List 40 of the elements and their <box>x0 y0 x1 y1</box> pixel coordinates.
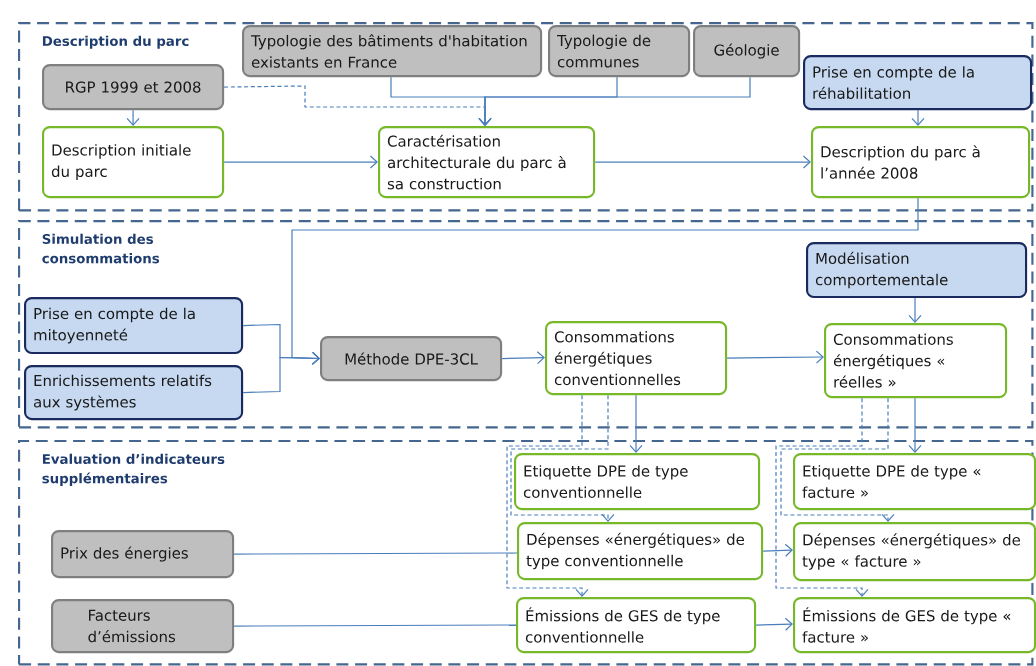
process-box: RGP 1999 et 2008 <box>42 64 225 111</box>
process-box: Description du parc à l’année 2008 <box>811 126 1031 199</box>
arrow <box>780 397 895 522</box>
arrow <box>908 397 922 453</box>
arrow <box>506 394 589 597</box>
arrow <box>126 109 140 126</box>
process-box: Enrichissements relatifs aux systèmes <box>24 365 244 421</box>
process-box: Etiquette DPE de type conventionnelle <box>514 453 761 511</box>
process-box: Description initiale du parc <box>42 126 225 199</box>
process-box: Émissions de GES de type « facture » <box>793 597 1036 654</box>
arrow <box>291 197 919 365</box>
process-box: Prise en compte de la mitoyenneté <box>24 297 244 355</box>
arrow <box>908 297 922 323</box>
arrow <box>501 351 545 365</box>
process-box: Typologie des bâtiments d'habitation existants en France <box>242 25 543 78</box>
process-box: Dépenses «énergétiques» de type « facture » <box>793 522 1036 582</box>
arrow <box>726 350 824 364</box>
arrow <box>242 351 320 394</box>
arrow <box>629 394 643 453</box>
process-box: Typologie de communes <box>548 25 691 78</box>
process-box: Consommations énergétiques « réelles » <box>824 323 1008 399</box>
arrow <box>911 109 925 126</box>
process-box: Prise en compte de la réhabilitation <box>803 55 1033 111</box>
arrow <box>755 617 793 631</box>
process-box: Facteurs d’émissions <box>51 599 235 654</box>
process-box: Dépenses «énergétiques» de type conventionnelle <box>517 522 764 581</box>
process-box: Émissions de GES de type conventionnelle <box>516 597 757 654</box>
arrow <box>775 397 869 597</box>
process-box: Méthode DPE-3CL <box>320 336 503 382</box>
arrow <box>510 394 615 522</box>
arrow <box>762 543 793 557</box>
process-box: Géologie <box>693 25 801 78</box>
arrow <box>478 76 751 126</box>
process-box: Prix des énergies <box>51 530 235 579</box>
process-box: Modélisation comportementale <box>806 242 1028 299</box>
process-box: Consommations énergétiques conventionnelles <box>545 321 728 396</box>
process-box: Caractérisation architecturale du parc à sa construction <box>378 126 596 199</box>
arrow <box>223 155 378 169</box>
process-box: Etiquette DPE de type « facture » <box>793 453 1036 511</box>
arrow <box>594 155 811 169</box>
